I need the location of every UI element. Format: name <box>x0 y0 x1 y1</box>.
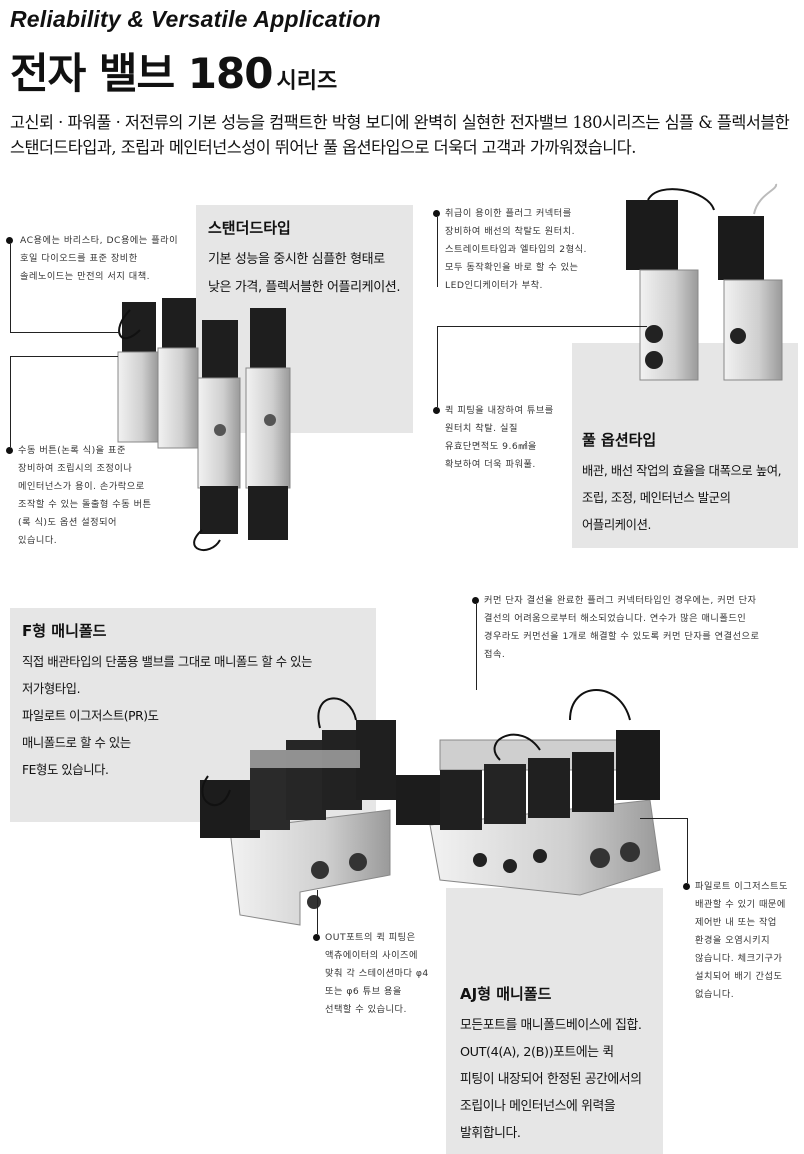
f-manifold-line: 직접 배관타입의 단품용 밸브를 그대로 매니폴드 할 수 있는 <box>22 655 312 669</box>
pilot-exhaust-note: 파일로트 이그저스트도 배관할 수 있기 때문에 제어반 내 또는 작업 환경을… <box>695 881 788 1000</box>
callout-dot <box>683 883 690 890</box>
callout-leader <box>687 818 688 883</box>
callout-leader <box>10 356 11 447</box>
callout-leader <box>317 890 318 934</box>
f-manifold-line: 매니폴드로 할 수 있는 <box>22 736 131 750</box>
callout-dot <box>6 237 13 244</box>
out-port-note: OUT포트의 퀵 피팅은 액츄에이터의 사이즈에 맞춰 각 스테이션마다 φ4 … <box>325 932 429 1015</box>
f-manifold-line: 저가형타입. <box>22 682 81 696</box>
f-manifold-line: FE형도 있습니다. <box>22 763 109 777</box>
callout-leader <box>640 818 688 819</box>
callout-dot <box>472 597 479 604</box>
callout-leader <box>437 326 647 327</box>
f-manifold-line: 파일로트 이그저스트(PR)도 <box>22 709 159 723</box>
manifold-assembly-illustration <box>200 689 661 926</box>
intro-paragraph: 고신뢰 · 파워풀 · 저전류의 기본 성능을 컴팩트한 박형 보디에 완벽히 … <box>10 113 790 157</box>
ac-dc-note: AC용에는 바리스타, DC용에는 플라이 호일 다이오드를 표준 장비한 솔레… <box>20 235 179 282</box>
callout-dot <box>6 447 13 454</box>
standard-valves-illustration <box>117 298 291 552</box>
standard-type-description: 기본 성능을 중시한 심플한 형태로 낮은 가격, 플렉서블한 어플리케이션. <box>208 252 401 295</box>
plug-connector-note: 취급이 용이한 플러그 커넥터를 장비하여 배선의 착탈도 원터치. 스트레이트… <box>445 208 587 291</box>
callout-dot <box>433 407 440 414</box>
english-title: Reliability & Versatile Application <box>10 6 381 32</box>
aj-manifold-box: AJ형 매니폴드 모든포트를 매니폴드베이스에 집합. OUT(4(A), 2(… <box>446 888 663 1154</box>
common-terminal-note: 커먼 단자 결선을 완료한 플러그 커넥터타입인 경우에는, 커먼 단자 결선의… <box>484 595 760 660</box>
f-manifold-title: F형 매니폴드 <box>22 622 107 640</box>
full-option-type-title: 풀 옵션타입 <box>582 431 657 449</box>
standard-type-title: 스탠더드타입 <box>208 219 291 237</box>
callout-leader <box>10 244 11 332</box>
full-option-valves-illustration <box>626 183 783 381</box>
quick-fitting-note: 퀵 피팅을 내장하여 튜브를 원터치 착탈. 실질 유효단면적도 9.6㎟을 확… <box>445 405 554 470</box>
callout-dot <box>313 934 320 941</box>
callout-leader <box>437 217 438 287</box>
callout-leader <box>476 604 477 690</box>
callout-leader <box>10 356 118 357</box>
korean-title-sub: 시리즈 <box>276 69 338 94</box>
f-manifold-description: 직접 배관타입의 단품용 밸브를 그대로 매니폴드 할 수 있는 저가형타입. … <box>22 649 364 784</box>
full-option-type-description: 배관, 배선 작업의 효율을 대폭으로 높여, 조립, 조정, 메인터넌스 발군… <box>582 464 782 532</box>
aj-manifold-description: 모든포트를 매니폴드베이스에 집합. OUT(4(A), 2(B))포트에는 퀵… <box>460 1018 642 1141</box>
callout-dot <box>433 210 440 217</box>
korean-title-main: 전자 밸브 180 <box>10 49 273 98</box>
manual-button-note: 수동 버튼(논록 식)을 표준 장비하여 조립시의 조정이나 메인터넌스가 용이… <box>18 445 152 546</box>
callout-leader <box>10 332 120 333</box>
aj-manifold-title: AJ형 매니폴드 <box>460 985 552 1003</box>
callout-leader <box>437 326 438 407</box>
